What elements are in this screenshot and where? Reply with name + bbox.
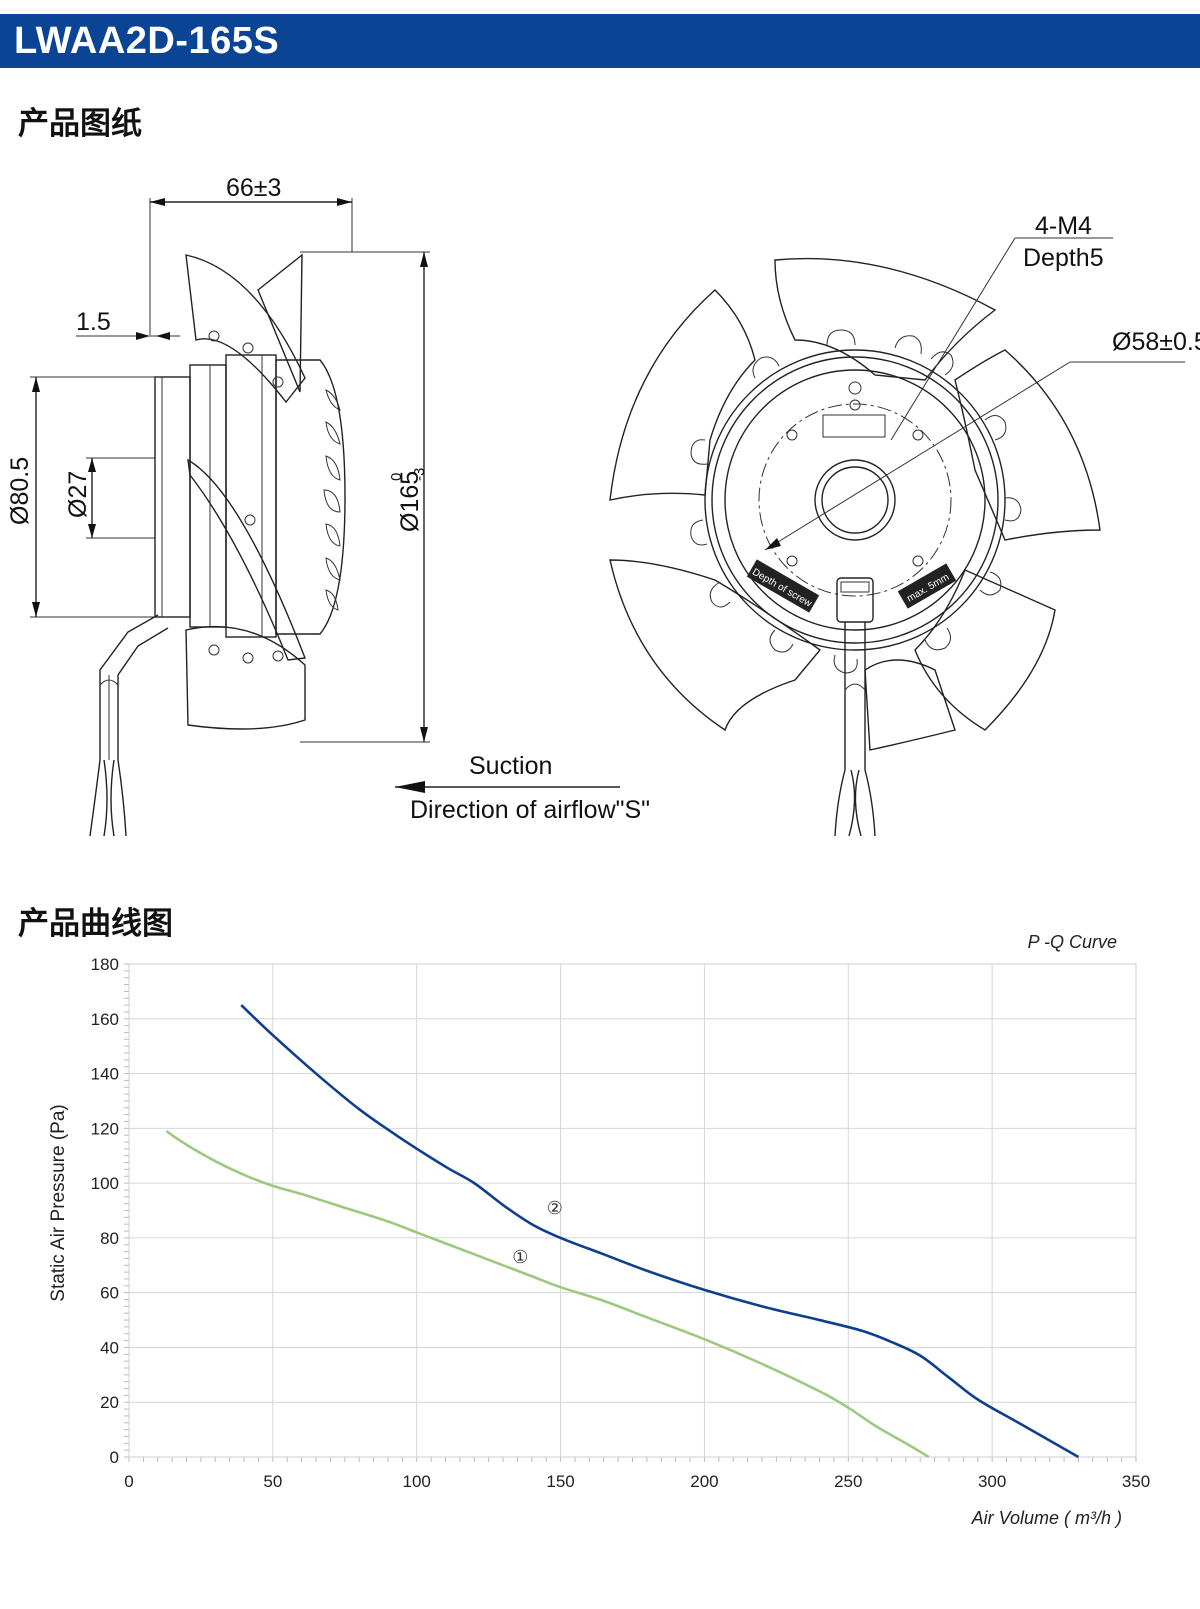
x-tick-label: 150	[546, 1472, 574, 1491]
y-tick-label: 0	[110, 1448, 119, 1467]
side-view: 66±3 1.5 Ø80.5 Ø27 Ø165 0 -3	[6, 174, 650, 837]
x-tick-label: 0	[124, 1472, 133, 1491]
chart-grid	[124, 963, 1137, 1462]
chart-annotations: ①②	[512, 1198, 563, 1267]
y-tick-label: 40	[100, 1338, 119, 1357]
series-annotation-1: ①	[512, 1247, 528, 1267]
chart-series	[165, 1004, 1080, 1459]
x-tick-label: 300	[978, 1472, 1006, 1491]
screw-depth-label: Depth5	[1023, 244, 1104, 272]
x-axis-label: Air Volume ( m³/h )	[971, 1508, 1122, 1528]
suction-label: Suction	[469, 752, 552, 780]
curve-section-title: 产品曲线图	[18, 906, 173, 942]
x-tick-label: 100	[403, 1472, 431, 1491]
y-tick-label: 120	[91, 1119, 119, 1138]
drawing-section-title: 产品图纸	[18, 106, 142, 142]
chart-title: P -Q Curve	[1028, 932, 1117, 952]
y-tick-label: 140	[91, 1065, 119, 1084]
x-tick-label: 250	[834, 1472, 862, 1491]
pq-curve-chart: 0 50 100 150 200 250 300 350 0 20 40 60 80 100 120 140…	[48, 932, 1150, 1528]
dim-width: 66±3	[226, 174, 281, 202]
dim-outer-diameter: Ø80.5	[6, 457, 34, 525]
dim-shaft-diameter: Ø27	[64, 471, 92, 518]
airflow-direction-label: Direction of airflow"S"	[410, 796, 650, 824]
dim-offset: 1.5	[76, 308, 111, 336]
x-tick-label: 50	[263, 1472, 282, 1491]
y-axis-ticks: 0 20 40 60 80 100 120 140 160 180	[91, 955, 119, 1467]
y-tick-label: 80	[100, 1229, 119, 1248]
y-axis-label: Static Air Pressure (Pa)	[48, 1104, 69, 1301]
dim-fan-diameter: Ø165	[396, 471, 424, 532]
x-tick-label: 200	[690, 1472, 718, 1491]
y-tick-label: 160	[91, 1010, 119, 1029]
hole-circle-diameter: Ø58±0.5	[1112, 328, 1200, 356]
dim-fan-upper-tolerance: 0	[388, 473, 405, 481]
front-view: Ø58±0.5 4-M4 Depth5 Depth of screw max. …	[609, 212, 1200, 837]
series-line-2	[240, 1004, 1080, 1459]
header-bar: LWAA2D-165S	[0, 14, 1200, 68]
technical-drawing: 66±3 1.5 Ø80.5 Ø27 Ø165 0 -3	[6, 174, 1200, 837]
x-axis-ticks: 0 50 100 150 200 250 300 350	[124, 1472, 1150, 1491]
series-line-1	[165, 1129, 930, 1459]
y-tick-label: 100	[91, 1174, 119, 1193]
y-tick-label: 60	[100, 1284, 119, 1303]
series-annotation-2: ②	[547, 1198, 563, 1218]
screw-spec-label: 4-M4	[1035, 212, 1092, 240]
plot-area-border	[128, 963, 1137, 1458]
product-model-title: LWAA2D-165S	[14, 20, 280, 62]
x-tick-label: 350	[1122, 1472, 1150, 1491]
y-tick-label: 180	[91, 955, 119, 974]
y-tick-label: 20	[100, 1393, 119, 1412]
dim-fan-lower-tolerance: -3	[411, 468, 428, 481]
